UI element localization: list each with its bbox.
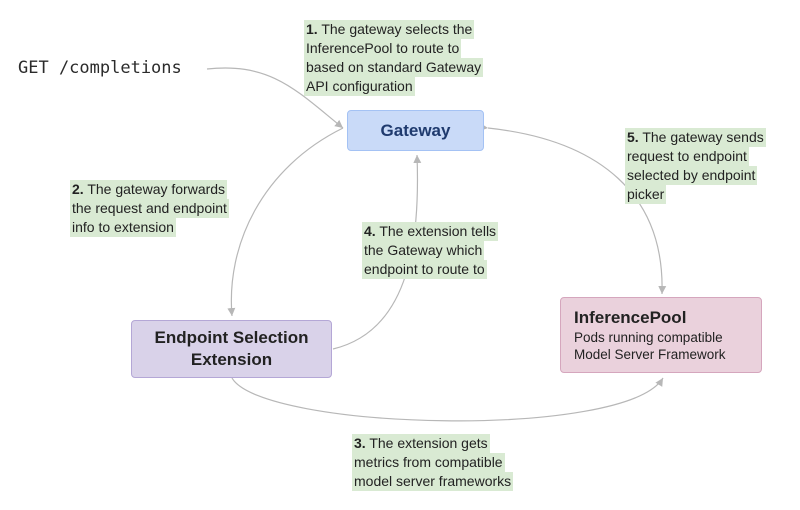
- arrow-request-to-gateway: [206, 67, 344, 129]
- step-number: 4.: [364, 223, 376, 239]
- note-line: API configuration: [304, 77, 415, 96]
- inference-pool-subtitle-line: Pods running compatible: [574, 330, 723, 345]
- note-line: 2. The gateway forwards: [70, 180, 228, 199]
- request-label: GET /completions: [18, 58, 182, 78]
- note-line: the Gateway which: [362, 241, 485, 260]
- note-line: 3. The extension gets: [352, 434, 490, 453]
- note-text: The gateway selects the: [321, 21, 473, 37]
- note-text: The gateway sends: [642, 129, 764, 145]
- arrow-gateway-to-pool: [479, 123, 667, 295]
- extension-title-line: Endpoint Selection: [154, 328, 309, 347]
- gateway-node[interactable]: Gateway: [347, 110, 484, 151]
- note-line: metrics from compatible: [352, 453, 505, 472]
- arrow-gateway-to-extension: [227, 127, 344, 317]
- note-line: 5. The gateway sends: [625, 128, 766, 147]
- note-line: model server frameworks: [352, 472, 514, 491]
- arrow-extension-to-pool: [231, 377, 664, 422]
- note-text: The extension gets: [369, 435, 488, 451]
- note-line: InferencePool to route to: [304, 39, 462, 58]
- endpoint-selection-extension-node[interactable]: Endpoint Selection Extension: [131, 320, 332, 378]
- inference-pool-node[interactable]: InferencePool Pods running compatible Mo…: [560, 297, 762, 373]
- step-number: 5.: [627, 129, 639, 145]
- note-line: endpoint to route to: [362, 260, 487, 279]
- note-line: picker: [625, 185, 667, 204]
- step-number: 3.: [354, 435, 366, 451]
- step-1-note: 1. The gateway selects the InferencePool…: [304, 20, 484, 96]
- extension-title-line: Extension: [190, 350, 273, 369]
- step-2-note: 2. The gateway forwards the request and …: [70, 180, 229, 237]
- note-line: 1. The gateway selects the: [304, 20, 475, 39]
- step-5-note: 5. The gateway sends request to endpoint…: [625, 128, 766, 204]
- note-line: selected by endpoint: [625, 166, 758, 185]
- note-text: The gateway forwards: [87, 181, 226, 197]
- note-line: based on standard Gateway: [304, 58, 484, 77]
- gateway-title: Gateway: [380, 120, 451, 140]
- inference-pool-title: InferencePool: [574, 308, 687, 327]
- note-line: the request and endpoint: [70, 199, 229, 218]
- step-number: 2.: [72, 181, 84, 197]
- inference-pool-subtitle-line: Model Server Framework: [574, 347, 726, 362]
- step-number: 1.: [306, 21, 318, 37]
- note-line: info to extension: [70, 218, 176, 237]
- note-line: request to endpoint: [625, 147, 749, 166]
- note-text: The extension tells: [379, 223, 497, 239]
- note-line: 4. The extension tells: [362, 222, 499, 241]
- step-3-note: 3. The extension gets metrics from compa…: [352, 434, 514, 491]
- step-4-note: 4. The extension tells the Gateway which…: [362, 222, 499, 279]
